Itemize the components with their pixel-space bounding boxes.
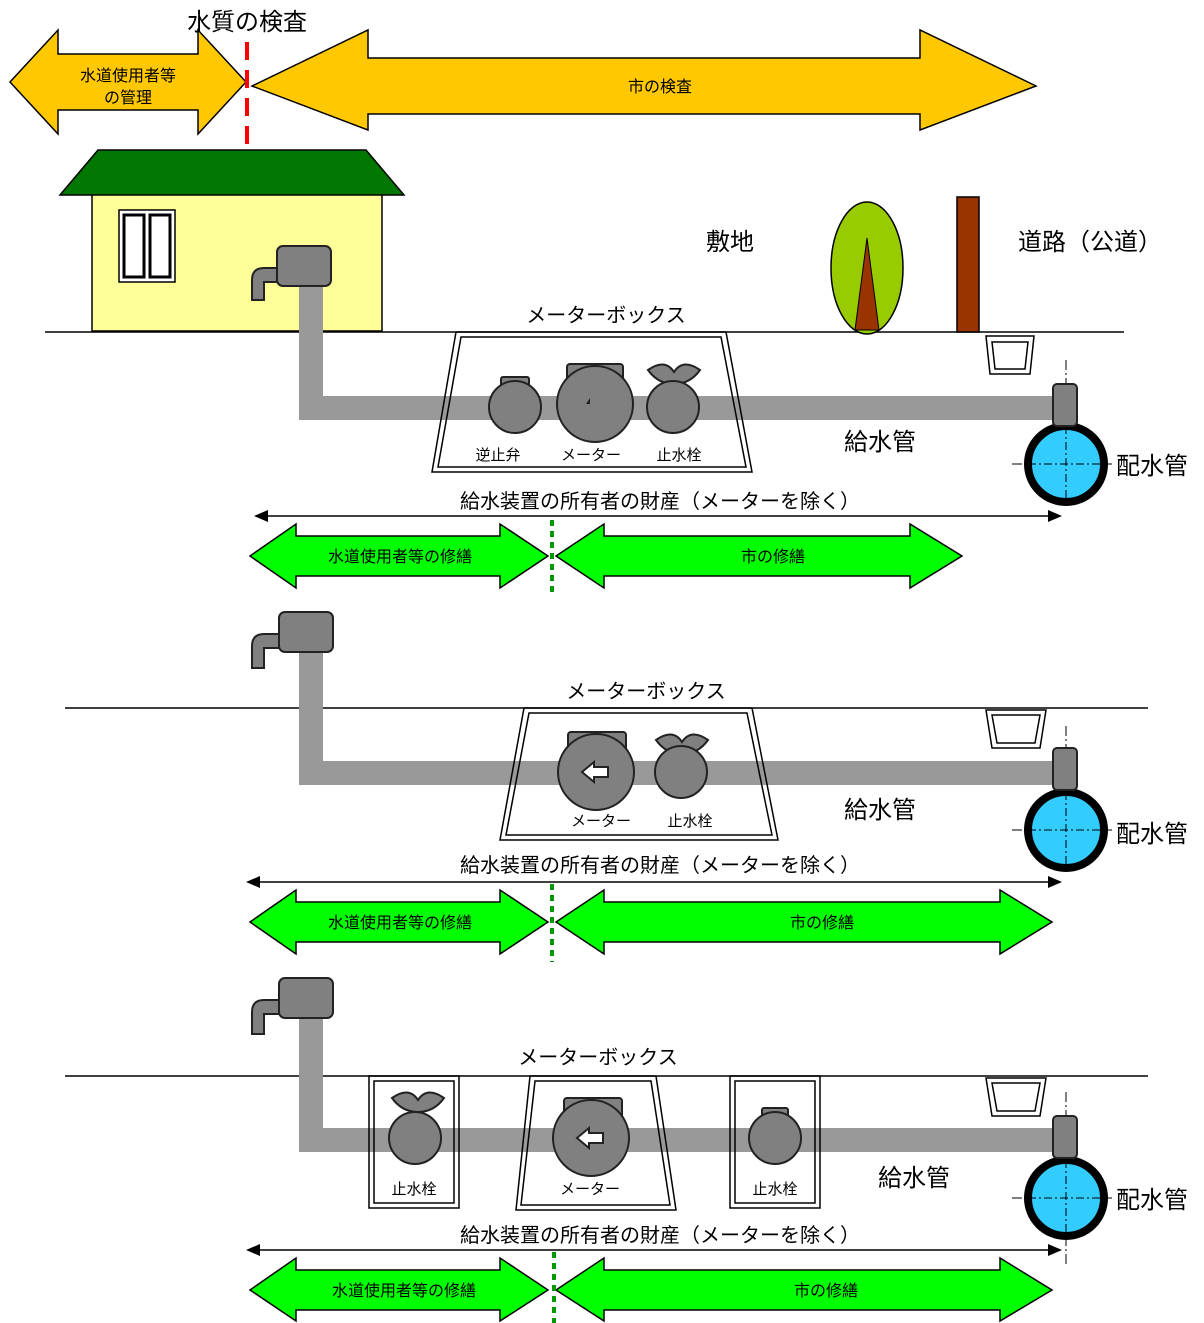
boundary-post bbox=[956, 196, 980, 333]
user-repair-label-3: 水道使用者等の修繕 bbox=[332, 1281, 476, 1300]
property-range-arrow-1 bbox=[254, 510, 1062, 522]
house-roof bbox=[58, 149, 406, 196]
user-management-label-line1: 水道使用者等 bbox=[80, 66, 176, 85]
property-label-1: 給水装置の所有者の財産（メーターを除く） bbox=[460, 489, 860, 513]
saddle-icon-3 bbox=[1052, 1115, 1078, 1159]
service-pipe-label-3: 給水管 bbox=[878, 1164, 950, 1192]
meter-box-3 bbox=[515, 1075, 677, 1211]
service-pipe-label-1: 給水管 bbox=[844, 428, 916, 456]
city-repair-arrow-1 bbox=[554, 522, 964, 590]
service-pipe-riser-1 bbox=[299, 266, 323, 419]
property-range-arrow-3 bbox=[246, 1244, 1062, 1256]
city-repair-arrow-3 bbox=[554, 1256, 1054, 1323]
property-label-3: 給水装置の所有者の財産（メーターを除く） bbox=[460, 1223, 860, 1247]
house-window bbox=[118, 209, 176, 283]
site-label: 敷地 bbox=[706, 228, 754, 256]
valve-box-icon-2 bbox=[985, 709, 1047, 749]
stop-valve-label-3-right: 止水栓 bbox=[752, 1180, 797, 1198]
city-repair-label-1: 市の修繕 bbox=[741, 547, 805, 566]
user-repair-label-2: 水道使用者等の修繕 bbox=[328, 913, 472, 932]
faucet-body-2 bbox=[278, 611, 334, 653]
user-management-label-line2: の管理 bbox=[104, 88, 152, 107]
meter-box-label-3: メーターボックス bbox=[518, 1045, 677, 1069]
faucet-body-3 bbox=[278, 977, 334, 1019]
stop-valve-icon-3-right bbox=[748, 1107, 802, 1165]
check-valve-icon bbox=[488, 376, 542, 434]
meter-box-label-2: メーターボックス bbox=[566, 679, 725, 703]
stop-valve-box-left bbox=[368, 1075, 460, 1209]
road-label: 道路（公道） bbox=[1018, 228, 1162, 256]
meter-label-3: メーター bbox=[560, 1180, 620, 1198]
meter-icon bbox=[556, 363, 634, 443]
stop-valve-icon-3-left bbox=[388, 1091, 446, 1165]
meter-box-label-1: メーターボックス bbox=[526, 303, 685, 327]
city-inspection-label: 市の検査 bbox=[628, 77, 692, 96]
distribution-pipe-label-1: 配水管 bbox=[1116, 452, 1188, 480]
stop-valve-label-2: 止水栓 bbox=[667, 812, 712, 830]
saddle-icon-1 bbox=[1052, 383, 1078, 427]
service-pipe-label-2: 給水管 bbox=[844, 796, 916, 824]
check-valve-label: 逆止弁 bbox=[475, 446, 520, 464]
stop-valve-box-right bbox=[729, 1075, 821, 1209]
stop-valve-label-1: 止水栓 bbox=[656, 446, 701, 464]
meter-label-1: メーター bbox=[561, 446, 621, 464]
property-range-arrow-2 bbox=[246, 876, 1062, 888]
city-repair-label-2: 市の修繕 bbox=[790, 913, 854, 932]
property-label-2: 給水装置の所有者の財産（メーターを除く） bbox=[460, 853, 860, 877]
user-repair-arrow-3 bbox=[248, 1256, 550, 1323]
meter-box-2 bbox=[499, 707, 779, 841]
distribution-pipe-label-3: 配水管 bbox=[1116, 1186, 1188, 1214]
faucet-body bbox=[276, 245, 332, 287]
saddle-icon-2 bbox=[1052, 747, 1078, 791]
user-repair-label-1: 水道使用者等の修繕 bbox=[328, 547, 472, 566]
meter-box-1 bbox=[431, 331, 753, 473]
water-quality-inspection-label: 水質の検査 bbox=[187, 8, 307, 36]
stop-valve-label-3-left: 止水栓 bbox=[391, 1180, 436, 1198]
tree-trunk bbox=[854, 237, 880, 331]
stop-valve-icon bbox=[646, 363, 702, 434]
meter-label-2: メーター bbox=[571, 812, 631, 830]
user-repair-arrow-1 bbox=[248, 522, 550, 590]
meter-icon-3 bbox=[552, 1097, 630, 1177]
city-inspection-arrow bbox=[250, 28, 1038, 132]
meter-icon-2 bbox=[557, 731, 635, 811]
stop-valve-icon-2 bbox=[654, 733, 710, 799]
service-pipe-riser-2 bbox=[299, 632, 323, 785]
valve-box-icon-3 bbox=[985, 1077, 1047, 1117]
valve-box-icon-1 bbox=[985, 335, 1035, 375]
service-pipe-riser-3 bbox=[299, 998, 323, 1151]
distribution-pipe-label-2: 配水管 bbox=[1116, 820, 1188, 848]
city-repair-arrow-2 bbox=[554, 888, 1054, 956]
city-repair-label-3: 市の修繕 bbox=[794, 1281, 858, 1300]
user-repair-arrow-2 bbox=[248, 888, 550, 956]
